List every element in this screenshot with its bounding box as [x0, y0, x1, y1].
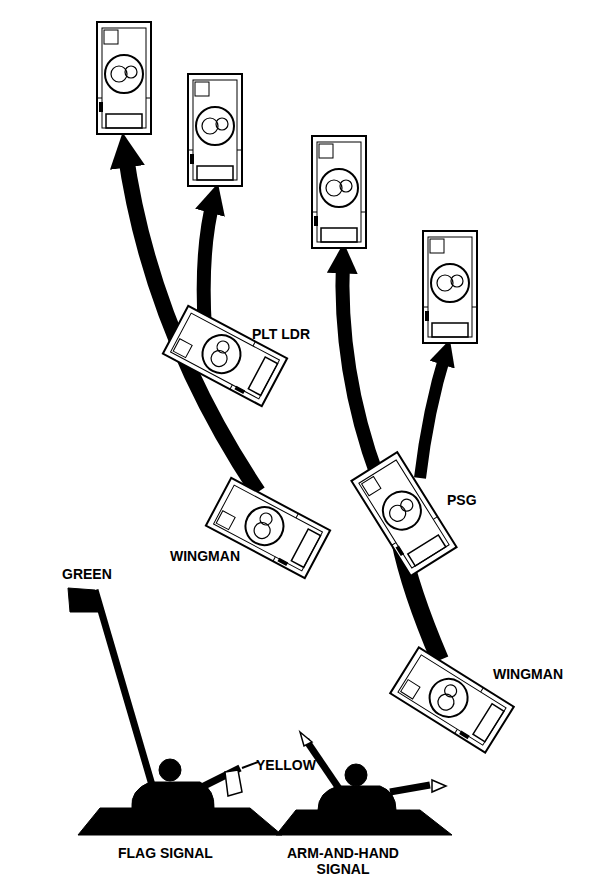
label-text: FLAG SIGNAL — [118, 845, 213, 861]
label-text: GREEN — [62, 566, 112, 582]
label-text: ARM-AND-HAND SIGNAL — [283, 845, 403, 877]
signal-figures — [68, 588, 452, 835]
vehicles — [97, 22, 514, 753]
label-text: PSG — [447, 492, 477, 508]
movement-arrows — [125, 150, 446, 660]
label-text: WINGMAN — [493, 666, 563, 682]
label-text: PLT LDR — [252, 326, 310, 342]
label-text: WINGMAN — [170, 548, 240, 564]
label-text: YELLOW — [256, 757, 316, 773]
